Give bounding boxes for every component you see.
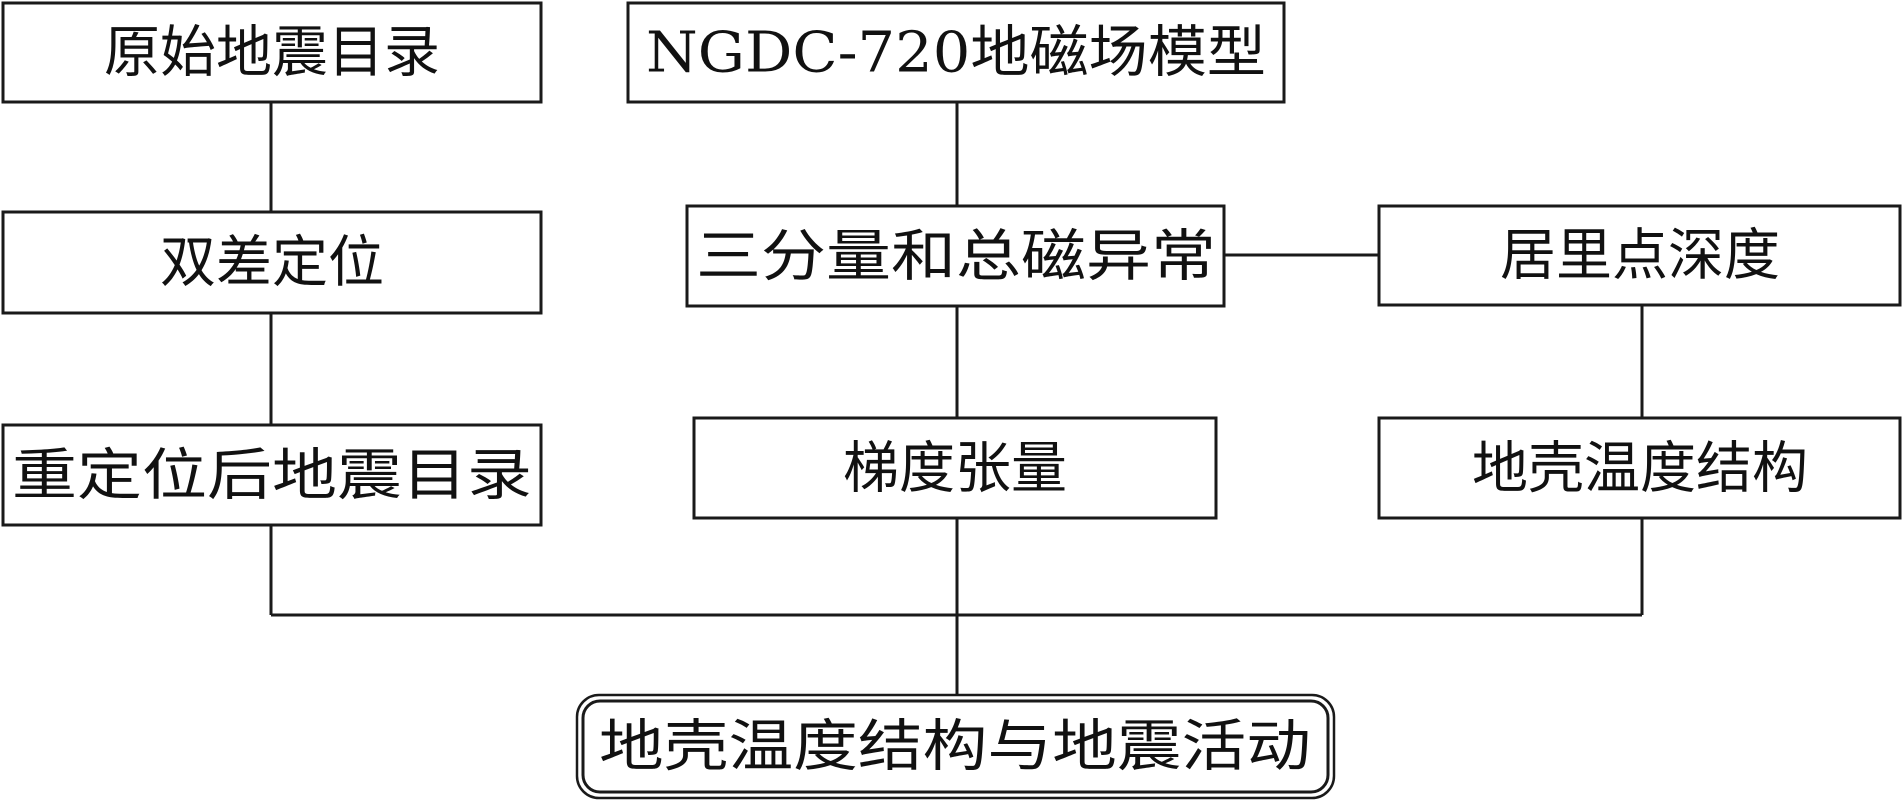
node-magnetic-anomaly-label: 三分量和总磁异常 bbox=[696, 225, 1216, 290]
node-result-label: 地壳温度结构与地震活动 bbox=[599, 715, 1311, 780]
node-curie-depth: 居里点深度 bbox=[1377, 204, 1902, 307]
node-original-catalog-label: 原始地震目录 bbox=[104, 21, 440, 86]
node-ngdc-model-label: NGDC-720地磁场模型 bbox=[646, 21, 1266, 86]
node-curie-depth-label: 居里点深度 bbox=[1500, 224, 1780, 289]
node-gradient-tensor-label: 梯度张量 bbox=[843, 437, 1067, 502]
node-double-difference: 双差定位 bbox=[1, 210, 543, 315]
node-magnetic-anomaly: 三分量和总磁异常 bbox=[685, 204, 1226, 308]
node-crustal-temperature: 地壳温度结构 bbox=[1377, 416, 1902, 520]
node-relocated-catalog: 重定位后地震目录 bbox=[1, 423, 543, 527]
node-result: 地壳温度结构与地震活动 bbox=[575, 693, 1336, 800]
node-ngdc-model: NGDC-720地磁场模型 bbox=[626, 1, 1286, 104]
node-relocated-catalog-label: 重定位后地震目录 bbox=[12, 444, 532, 509]
node-crustal-temperature-label: 地壳温度结构 bbox=[1472, 437, 1808, 502]
connectors bbox=[269, 102, 1644, 695]
node-original-catalog: 原始地震目录 bbox=[1, 1, 543, 104]
node-double-difference-label: 双差定位 bbox=[160, 231, 384, 296]
node-gradient-tensor: 梯度张量 bbox=[692, 416, 1218, 520]
